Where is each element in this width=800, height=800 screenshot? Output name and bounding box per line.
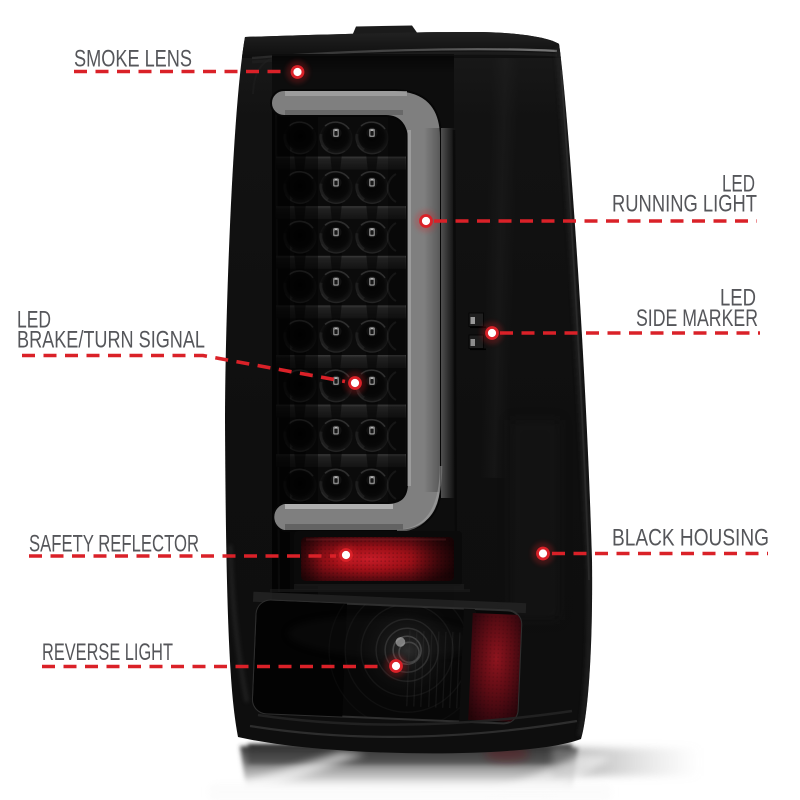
svg-text:BLACK HOUSING: BLACK HOUSING [612, 525, 769, 552]
svg-text:BRAKE/TURN SIGNAL: BRAKE/TURN SIGNAL [17, 327, 205, 354]
svg-text:SMOKE LENS: SMOKE LENS [74, 46, 192, 73]
svg-text:SAFETY REFLECTOR: SAFETY REFLECTOR [29, 531, 199, 558]
svg-text:SIDE MARKER: SIDE MARKER [636, 305, 758, 332]
svg-text:LED: LED [17, 307, 51, 334]
svg-text:RUNNING LIGHT: RUNNING LIGHT [612, 191, 757, 218]
svg-text:LED: LED [722, 171, 755, 198]
svg-text:REVERSE LIGHT: REVERSE LIGHT [42, 639, 173, 666]
svg-text:LED: LED [720, 285, 756, 312]
